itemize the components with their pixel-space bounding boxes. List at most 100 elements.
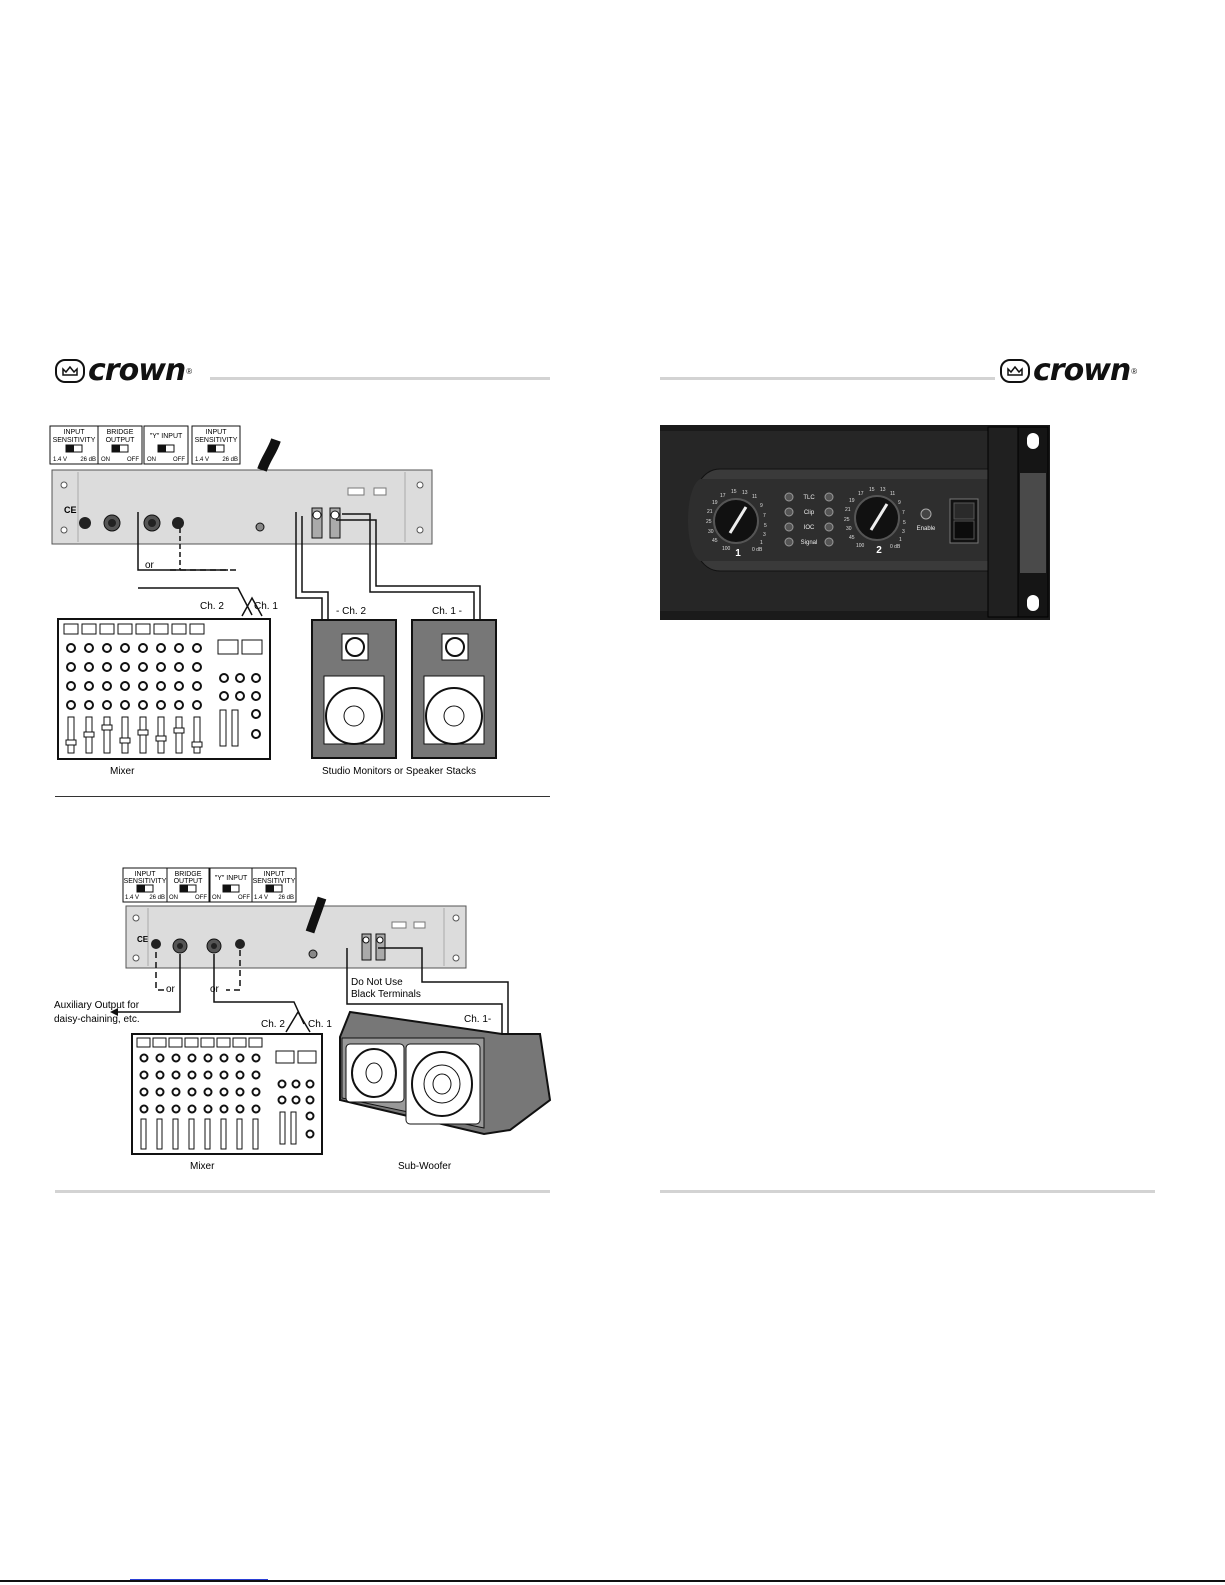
svg-text:- Ch. 2: - Ch. 2 — [336, 606, 366, 617]
svg-text:1: 1 — [760, 540, 763, 546]
svg-text:0 dB: 0 dB — [890, 544, 901, 550]
svg-text:Ch. 1-: Ch. 1- — [464, 1014, 491, 1025]
svg-text:11: 11 — [890, 491, 895, 497]
switch-box-y-input: "Y" INPUT ON OFF — [209, 867, 253, 903]
crown-logo-left: crown ® — [55, 353, 192, 388]
svg-text:OUTPUT: OUTPUT — [174, 878, 204, 885]
svg-text:15: 15 — [869, 487, 875, 493]
registered-mark: ® — [1131, 366, 1138, 376]
svg-text:19: 19 — [712, 500, 718, 506]
svg-text:26 dB: 26 dB — [278, 895, 294, 901]
svg-text:INPUT: INPUT — [64, 429, 86, 436]
svg-text:ON: ON — [212, 895, 221, 901]
svg-text:Clip: Clip — [804, 510, 815, 516]
crown-emblem-icon — [55, 359, 85, 383]
svg-text:19: 19 — [849, 498, 855, 504]
svg-text:25: 25 — [706, 519, 712, 525]
led-indicators-ch1 — [784, 492, 794, 547]
logo-wordmark: crown — [88, 353, 186, 388]
svg-text:Enable: Enable — [917, 526, 936, 532]
svg-text:IOC: IOC — [804, 525, 815, 531]
svg-text:"Y" INPUT: "Y" INPUT — [150, 433, 183, 440]
svg-text:Ch. 1: Ch. 1 — [254, 601, 278, 612]
svg-text:26 dB: 26 dB — [80, 457, 96, 463]
footer-rule-right — [660, 1190, 1155, 1193]
svg-text:13: 13 — [742, 490, 748, 496]
svg-text:ON: ON — [101, 457, 110, 463]
svg-text:3: 3 — [763, 532, 766, 538]
svg-text:OUTPUT: OUTPUT — [106, 437, 136, 444]
figure-stereo-wiring: INPUT SENSITIVITY 1.4 V 26 dB BRIDGE OUT… — [49, 425, 497, 777]
svg-text:Do Not Use: Do Not Use — [351, 977, 403, 988]
svg-text:25: 25 — [844, 517, 850, 523]
svg-text:5: 5 — [764, 523, 767, 529]
svg-text:daisy-chaining, etc.: daisy-chaining, etc. — [54, 1014, 140, 1025]
switch-box-input-sensitivity-2: INPUT SENSITIVITY 1.4 V 26 dB — [191, 425, 241, 465]
svg-text:11: 11 — [752, 494, 757, 500]
crown-emblem-icon — [1000, 359, 1030, 383]
svg-text:INPUT: INPUT — [264, 871, 286, 878]
svg-text:or: or — [145, 560, 155, 571]
svg-text:SENSITIVITY: SENSITIVITY — [195, 437, 238, 444]
switch-box-input-sensitivity-2: INPUT SENSITIVITY 1.4 V 26 dB — [251, 867, 297, 903]
svg-text:"Y" INPUT: "Y" INPUT — [215, 875, 248, 882]
svg-text:BRIDGE: BRIDGE — [175, 871, 202, 878]
amplifier-rear-panel: CE — [125, 896, 467, 969]
svg-text:Mixer: Mixer — [110, 766, 135, 777]
switch-box-y-input: "Y" INPUT ON OFF — [143, 425, 189, 465]
level-knob-ch2[interactable]: 2 100 45 30 25 21 19 17 15 13 11 9 7 5 3… — [844, 487, 906, 556]
divider-bottom-figure — [55, 1190, 550, 1193]
svg-text:1.4 V: 1.4 V — [125, 895, 139, 901]
svg-text:OFF: OFF — [238, 895, 250, 901]
header-rule-left — [210, 377, 550, 380]
svg-text:CE: CE — [137, 935, 149, 944]
svg-text:9: 9 — [760, 503, 763, 509]
svg-text:0 dB: 0 dB — [752, 547, 763, 553]
svg-text:30: 30 — [708, 529, 714, 535]
svg-text:3: 3 — [902, 529, 905, 535]
svg-text:30: 30 — [846, 526, 852, 532]
svg-text:or: or — [166, 984, 176, 995]
svg-text:INPUT: INPUT — [206, 429, 228, 436]
svg-text:Ch. 2: Ch. 2 — [261, 1019, 285, 1030]
svg-text:45: 45 — [712, 538, 718, 544]
svg-text:1.4 V: 1.4 V — [195, 457, 209, 463]
divider-top-figure — [55, 796, 550, 797]
mixer-illustration — [57, 618, 271, 760]
svg-text:26 dB: 26 dB — [222, 457, 238, 463]
figure-bridge-mono-wiring: INPUT SENSITIVITY 1.4 V 26 dB BRIDGE OUT… — [54, 867, 552, 1172]
svg-text:BRIDGE: BRIDGE — [107, 429, 134, 436]
svg-text:15: 15 — [731, 489, 737, 495]
svg-text:13: 13 — [880, 487, 886, 493]
svg-text:Ch. 1 -: Ch. 1 - — [432, 606, 462, 617]
svg-text:1: 1 — [735, 548, 741, 559]
crown-logo-right: crown ® — [1000, 356, 1138, 386]
svg-text:Mixer: Mixer — [190, 1161, 215, 1172]
svg-text:21: 21 — [707, 509, 713, 515]
switch-box-bridge-output: BRIDGE OUTPUT ON OFF — [97, 425, 143, 465]
svg-text:ON: ON — [147, 457, 156, 463]
svg-text:100: 100 — [856, 543, 865, 549]
amplifier-front-panel: 1 100 45 30 25 21 19 17 15 13 11 9 7 5 3… — [660, 425, 1050, 620]
level-knob-ch1[interactable]: 1 100 45 30 25 21 19 17 15 13 11 9 7 5 3… — [706, 489, 767, 559]
svg-text:100: 100 — [722, 546, 731, 552]
header-rule-right — [660, 377, 995, 380]
svg-text:26 dB: 26 dB — [149, 895, 165, 901]
svg-text:OFF: OFF — [195, 895, 207, 901]
svg-text:SENSITIVITY: SENSITIVITY — [124, 878, 167, 885]
power-switch[interactable] — [949, 498, 979, 544]
svg-text:21: 21 — [845, 507, 851, 513]
svg-text:or: or — [210, 984, 220, 995]
svg-text:SENSITIVITY: SENSITIVITY — [253, 878, 296, 885]
svg-text:9: 9 — [898, 500, 901, 506]
svg-text:SENSITIVITY: SENSITIVITY — [53, 437, 96, 444]
svg-text:Signal: Signal — [801, 540, 818, 546]
led-indicators-ch2 — [824, 492, 834, 547]
svg-text:45: 45 — [849, 535, 855, 541]
svg-text:TLC: TLC — [803, 495, 815, 501]
svg-text:ON: ON — [169, 895, 178, 901]
svg-text:INPUT: INPUT — [135, 871, 157, 878]
svg-text:Black Terminals: Black Terminals — [351, 989, 421, 1000]
studio-monitor-ch1 — [411, 619, 497, 759]
footer-link-underline[interactable] — [130, 1579, 268, 1580]
